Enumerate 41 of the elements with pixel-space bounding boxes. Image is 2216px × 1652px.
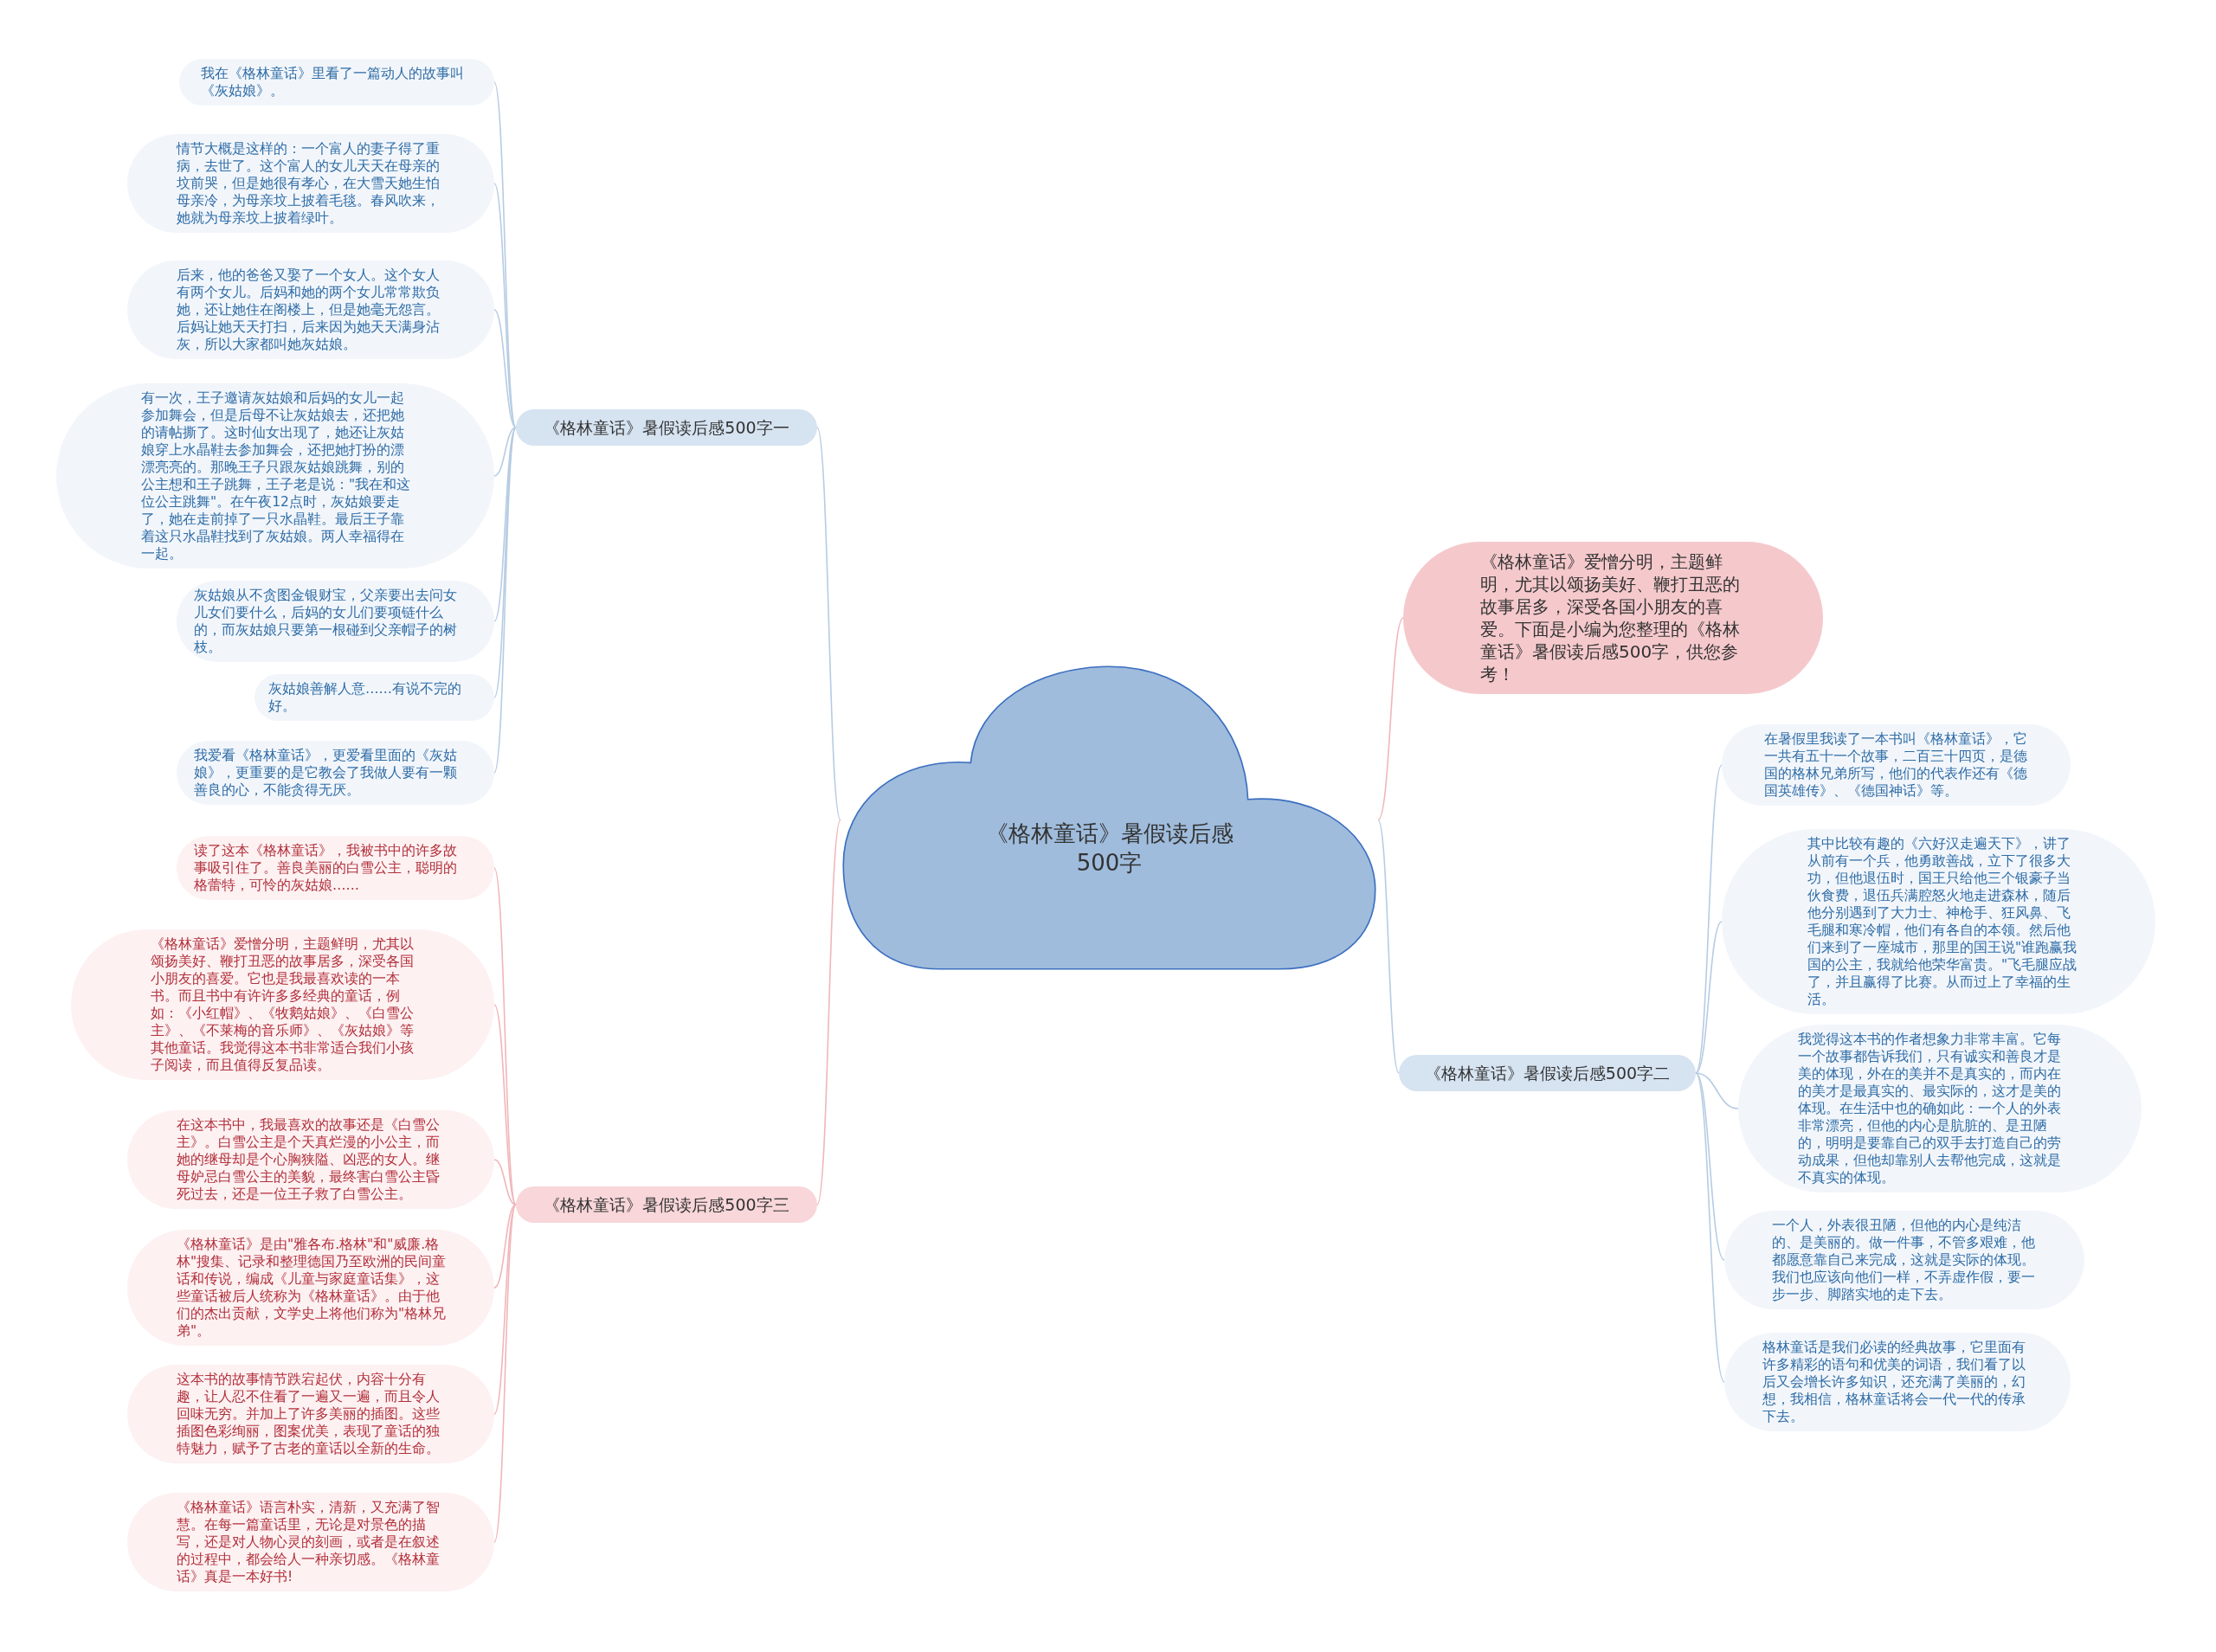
text-bubble: 这本书的故事情节跌宕起伏，内容十分有趣，让人忍不住看了一遍又一遍，而且令人回味无穷。并加上了许多美丽的插图。这些插图色彩绚丽，图案优美，表现了童话的独特魅力，赋予了古老的童话以全新的生命。: [127, 1365, 494, 1463]
topic-bubble: 《格林童话》暑假读后感500字一: [516, 409, 817, 446]
summary-bubble: 《格林童话》爱憎分明，主题鲜明，尤其以颂扬美好、鞭打丑恶的故事居多，深受各国小朋友的喜爱。下面是小编为您整理的《格林童话》暑假读后感500字，供您参考！: [1403, 542, 1823, 694]
connector-line: [1695, 1072, 1739, 1109]
text-bubble: 格林童话是我们必读的经典故事，它里面有许多精彩的语句和优美的词语，我们看了以后又会增长许多知识，还充满了美丽的，幻想，我相信，格林童话将会一代一代的传承下去。: [1724, 1333, 2071, 1431]
connector-line: [1377, 617, 1404, 821]
text-bubble: 读了这本《格林童话》，我被书中的许多故事吸引住了。善良美丽的白雪公主，聪明的格蕾特，可怜的灰姑娘……: [177, 836, 494, 900]
connector-line: [1695, 764, 1723, 1074]
connector-line: [1695, 1072, 1725, 1383]
connector-line: [493, 427, 517, 477]
connector-line: [493, 1204, 517, 1543]
text-bubble: 有一次，王子邀请灰姑娘和后妈的女儿一起参加舞会，但是后母不让灰姑娘去，还把她的请帖撕了。这时仙女出现了，她还让灰姑娘穿上水晶鞋去参加舞会，还把她打扮的漂漂亮亮的。那晚王子只跟灰姑娘跳舞，别的公主想和王子跳舞，王子老是说："我在和这位公主跳舞"。在午夜12点时，灰姑娘要走了，她在走前掉了一只水晶鞋。最后王子靠着这只水晶鞋找到了灰姑娘。两人幸福得在一起。: [56, 383, 494, 569]
connector-line: [1695, 1072, 1725, 1261]
text-bubble: 我爱看《格林童话》，更爱看里面的《灰姑娘》，更重要的是它教会了我做人要有一颗善良的心，不能贪得无厌。: [177, 741, 494, 805]
text-bubble: 其中比较有趣的《六好汉走遍天下》，讲了从前有一个兵，他勇敢善战，立下了很多大功，但他退伍时，国王只给他三个银豪子当伙食费，退伍兵满腔怒火地走进森林，随后他分别遇到了大力士、神枪手、狂风鼻、飞毛腿和寒冷帽，他们有各自的本领。然后他们来到了一座城市，那里的国王说"谁跑赢我国的公主，我就给他荣华富贵。"飞毛腿应战了，并且赢得了比赛。从而过上了幸福的生活。: [1722, 829, 2155, 1014]
connector-line: [493, 427, 517, 622]
text-bubble: 在暑假里我读了一本书叫《格林童话》，它一共有五十一个故事，二百三十四页，是德国的格林兄弟所写，他们的代表作还有《德国英雄传》、《德国神话》等。: [1722, 724, 2071, 806]
connector-line: [493, 1204, 517, 1415]
text-bubble: 灰姑娘善解人意……有说不完的好。: [254, 674, 494, 721]
connector-line: [816, 819, 841, 1205]
connector-line: [1695, 921, 1723, 1074]
connector-line: [493, 1159, 517, 1205]
cloud-node: 《格林童话》暑假读后感500字: [841, 664, 1378, 972]
connector-line: [493, 1204, 517, 1289]
text-bubble: 在这本书中，我最喜欢的故事还是《白雪公主》。白雪公主是个天真烂漫的小公主，而她的继母却是个心胸狭隘、凶恶的女人。继母妒忌白雪公主的美貌，最终害白雪公主昏死过去，还是一位王子救了白雪公主。: [127, 1110, 494, 1209]
text-bubble: 我觉得这本书的作者想象力非常丰富。它每一个故事都告诉我们，只有诚实和善良才是美的体现，外在的美并不是真实的，而内在的美才是最真实的、最实际的，这才是美的体现。在生活中也的确如此：一个人的外表非常漂亮，但他的内心是肮脏的、是丑陋的，明明是要靠自己的双手去打造自己的劳动成果，但他却靠别人去帮他完成，这就是不真实的体现。: [1738, 1025, 2142, 1192]
connector-line: [493, 427, 517, 774]
text-bubble: 《格林童话》语言朴实，清新，又充满了智慧。在每一篇童话里，无论是对景色的描写，还是对人物心灵的刻画，或者是在叙述的过程中，都会给人一种亲切感。《格林童话》真是一本好书!: [127, 1493, 494, 1591]
connector-line: [493, 309, 517, 428]
text-bubble: 《格林童话》爱憎分明，主题鲜明，尤其以颂扬美好、鞭打丑恶的故事居多，深受各国小朋友的喜爱。它也是我最喜欢读的一本书。而且书中有许许多多经典的童话，例如：《小红帽》、《牧鹅姑娘》、《白雪公主》、《不莱梅的音乐师》、《灰姑娘》等其他童话。我觉得这本书非常适合我们小孩子阅读，而且值得反复品读。: [71, 929, 494, 1080]
text-bubble: 后来，他的爸爸又娶了一个女人。这个女人有两个女儿。后妈和她的两个女儿常常欺负她，还让她住在阁楼上，但是她毫无怨言。后妈让她天天打扫，后来因为她天天满身沾灰，所以大家都叫她灰姑娘。: [127, 260, 494, 359]
text-bubble: 一个人，外表很丑陋，但他的内心是纯洁的、是美丽的。做一件事，不管多艰难，他都愿意靠自己来完成，这就是实际的体现。我们也应该向他们一样，不弄虚作假，要一步一步、脚踏实地的走下去。: [1724, 1211, 2084, 1309]
connector-line: [816, 427, 841, 821]
topic-bubble: 《格林童话》暑假读后感500字二: [1399, 1055, 1696, 1091]
text-bubble: 灰姑娘从不贪图金银财宝，父亲要出去问女儿女们要什么，后妈的女儿们要项链什么的，而灰姑娘只要第一根碰到父亲帽子的树枝。: [177, 581, 494, 662]
connector-line: [493, 1004, 517, 1205]
text-bubble: 情节大概是这样的：一个富人的妻子得了重病，去世了。这个富人的女儿天天在母亲的坟前哭，但是她很有孝心，在大雪天她生怕母亲冷，为母亲坟上披着毛毯。春风吹来，她就为母亲坟上披着绿叶。: [127, 134, 494, 233]
text-bubble: 我在《格林童话》里看了一篇动人的故事叫《灰姑娘》。: [179, 59, 494, 106]
text-bubble: 《格林童话》是由"雅各布.格林"和"威廉.格林"搜集、记录和整理德国乃至欧洲的民间童话和传说，编成《儿童与家庭童话集》，这些童话被后人统称为《格林童话》。由于他们的杰出贡献，文学史上将他们称为"格林兄弟"。: [127, 1230, 494, 1346]
topic-bubble: 《格林童话》暑假读后感500字三: [516, 1186, 817, 1223]
connector-line: [1377, 819, 1400, 1074]
